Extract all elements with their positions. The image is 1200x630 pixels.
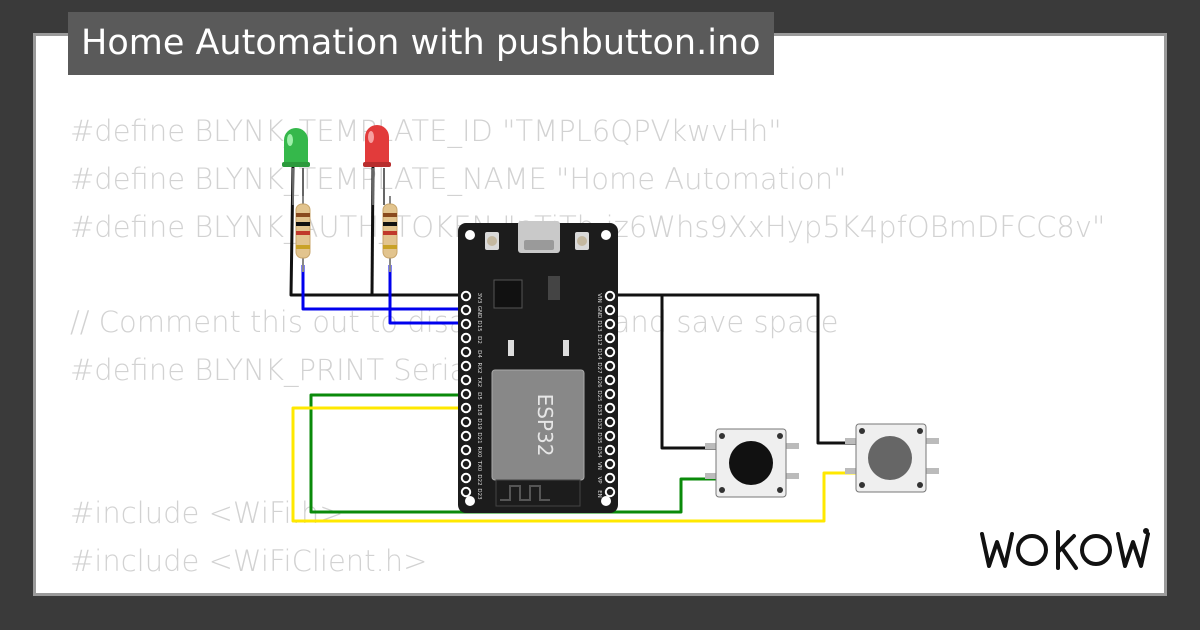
left-pin-label: D15 <box>476 320 482 332</box>
left-pin[interactable] <box>460 430 472 442</box>
left-pin-label: D4 <box>476 350 482 358</box>
resistor-2[interactable] <box>382 196 398 272</box>
wire-blue <box>388 265 466 325</box>
left-pin[interactable] <box>460 402 472 414</box>
left-pin[interactable] <box>460 472 472 484</box>
right-pin[interactable] <box>604 430 616 442</box>
right-pin-label: D35 <box>596 432 602 444</box>
code-line: #include <WiFi.h> <box>70 496 344 531</box>
left-pin-label: D23 <box>476 488 482 500</box>
left-pin-label: 3V3 <box>476 293 482 304</box>
right-pin-label: D14 <box>596 348 602 360</box>
right-pin[interactable] <box>604 346 616 358</box>
code-background: #define BLYNK_TEMPLATE_ID "TMPL6QPVkwvHh… <box>70 108 1105 586</box>
wire-yellow <box>291 406 858 523</box>
left-pin[interactable] <box>460 360 472 372</box>
left-pin-label: D2 <box>476 336 482 344</box>
left-pin[interactable] <box>460 332 472 344</box>
right-pin-label: D12 <box>596 334 602 345</box>
code-line: #include <WiFiClient.h> <box>70 544 428 579</box>
right-pin-label: VP <box>596 476 602 484</box>
right-pin-label: D26 <box>596 376 602 388</box>
left-pin[interactable] <box>460 444 472 456</box>
wire-black <box>610 293 858 445</box>
left-pin-label: D19 <box>476 418 482 430</box>
code-line: #define BLYNK_TEMPLATE_ID "TMPL6QPVkwvHh… <box>70 114 782 148</box>
right-pin[interactable] <box>604 374 616 386</box>
right-pin[interactable] <box>604 472 616 484</box>
left-pin-label: D21 <box>476 432 482 443</box>
green-led[interactable] <box>282 128 310 205</box>
left-pin-label: TX2 <box>476 376 482 388</box>
right-pin-label: D32 <box>596 418 602 429</box>
right-pin[interactable] <box>604 318 616 330</box>
red-led[interactable] <box>363 125 391 205</box>
left-pin[interactable] <box>460 458 472 470</box>
left-pin[interactable] <box>460 416 472 428</box>
right-pin[interactable] <box>604 360 616 372</box>
right-pin-label: GND <box>596 306 602 319</box>
wire-black <box>289 164 466 297</box>
right-pin[interactable] <box>604 444 616 456</box>
right-pin[interactable] <box>604 332 616 344</box>
right-pin[interactable] <box>604 304 616 316</box>
left-pin-label: TX0 <box>476 460 482 472</box>
right-pin-label: VN <box>596 462 602 470</box>
left-pin-label: GND <box>476 306 482 319</box>
left-pin[interactable] <box>460 388 472 400</box>
board-label: ESP32 <box>533 394 557 457</box>
right-pin-label: D27 <box>596 362 602 374</box>
left-pin[interactable] <box>460 346 472 358</box>
wire-blue <box>301 265 466 311</box>
right-pin-label: D33 <box>596 404 602 416</box>
right-pin-label: VIN <box>596 293 602 303</box>
left-pin[interactable] <box>460 304 472 316</box>
wire-black <box>610 293 718 450</box>
right-pin[interactable] <box>604 388 616 400</box>
esp32-board[interactable]: ESP32 3V3GNDD15D2D4RX2TX2D5D18D19D21RX0T… <box>458 221 618 513</box>
right-pin[interactable] <box>604 416 616 428</box>
right-pin[interactable] <box>604 402 616 414</box>
right-pin[interactable] <box>604 458 616 470</box>
left-pin-label: RX2 <box>476 362 482 373</box>
right-pin-label: EN <box>596 490 602 498</box>
right-pin-label: D25 <box>596 390 602 402</box>
right-pin-label: D34 <box>596 446 602 458</box>
left-pin-label: D22 <box>476 474 482 485</box>
right-pin[interactable] <box>604 290 616 302</box>
project-title: Home Automation with pushbutton.ino <box>68 12 774 75</box>
left-pin[interactable] <box>460 318 472 330</box>
code-line: #define BLYNK_TEMPLATE_NAME "Home Automa… <box>70 161 847 196</box>
wokwi-logo <box>980 528 1150 570</box>
left-pin-label: D18 <box>476 404 482 416</box>
right-pin[interactable] <box>604 486 616 498</box>
pushbutton-black[interactable] <box>705 428 799 498</box>
left-pin[interactable] <box>460 290 472 302</box>
left-pin-label: D5 <box>476 392 482 400</box>
resistor-1[interactable] <box>295 196 311 272</box>
left-pin-label: RX0 <box>476 446 482 458</box>
left-pin[interactable] <box>460 374 472 386</box>
right-pin-label: D13 <box>596 320 602 332</box>
pushbutton-gray[interactable] <box>845 423 939 493</box>
left-pin[interactable] <box>460 486 472 498</box>
